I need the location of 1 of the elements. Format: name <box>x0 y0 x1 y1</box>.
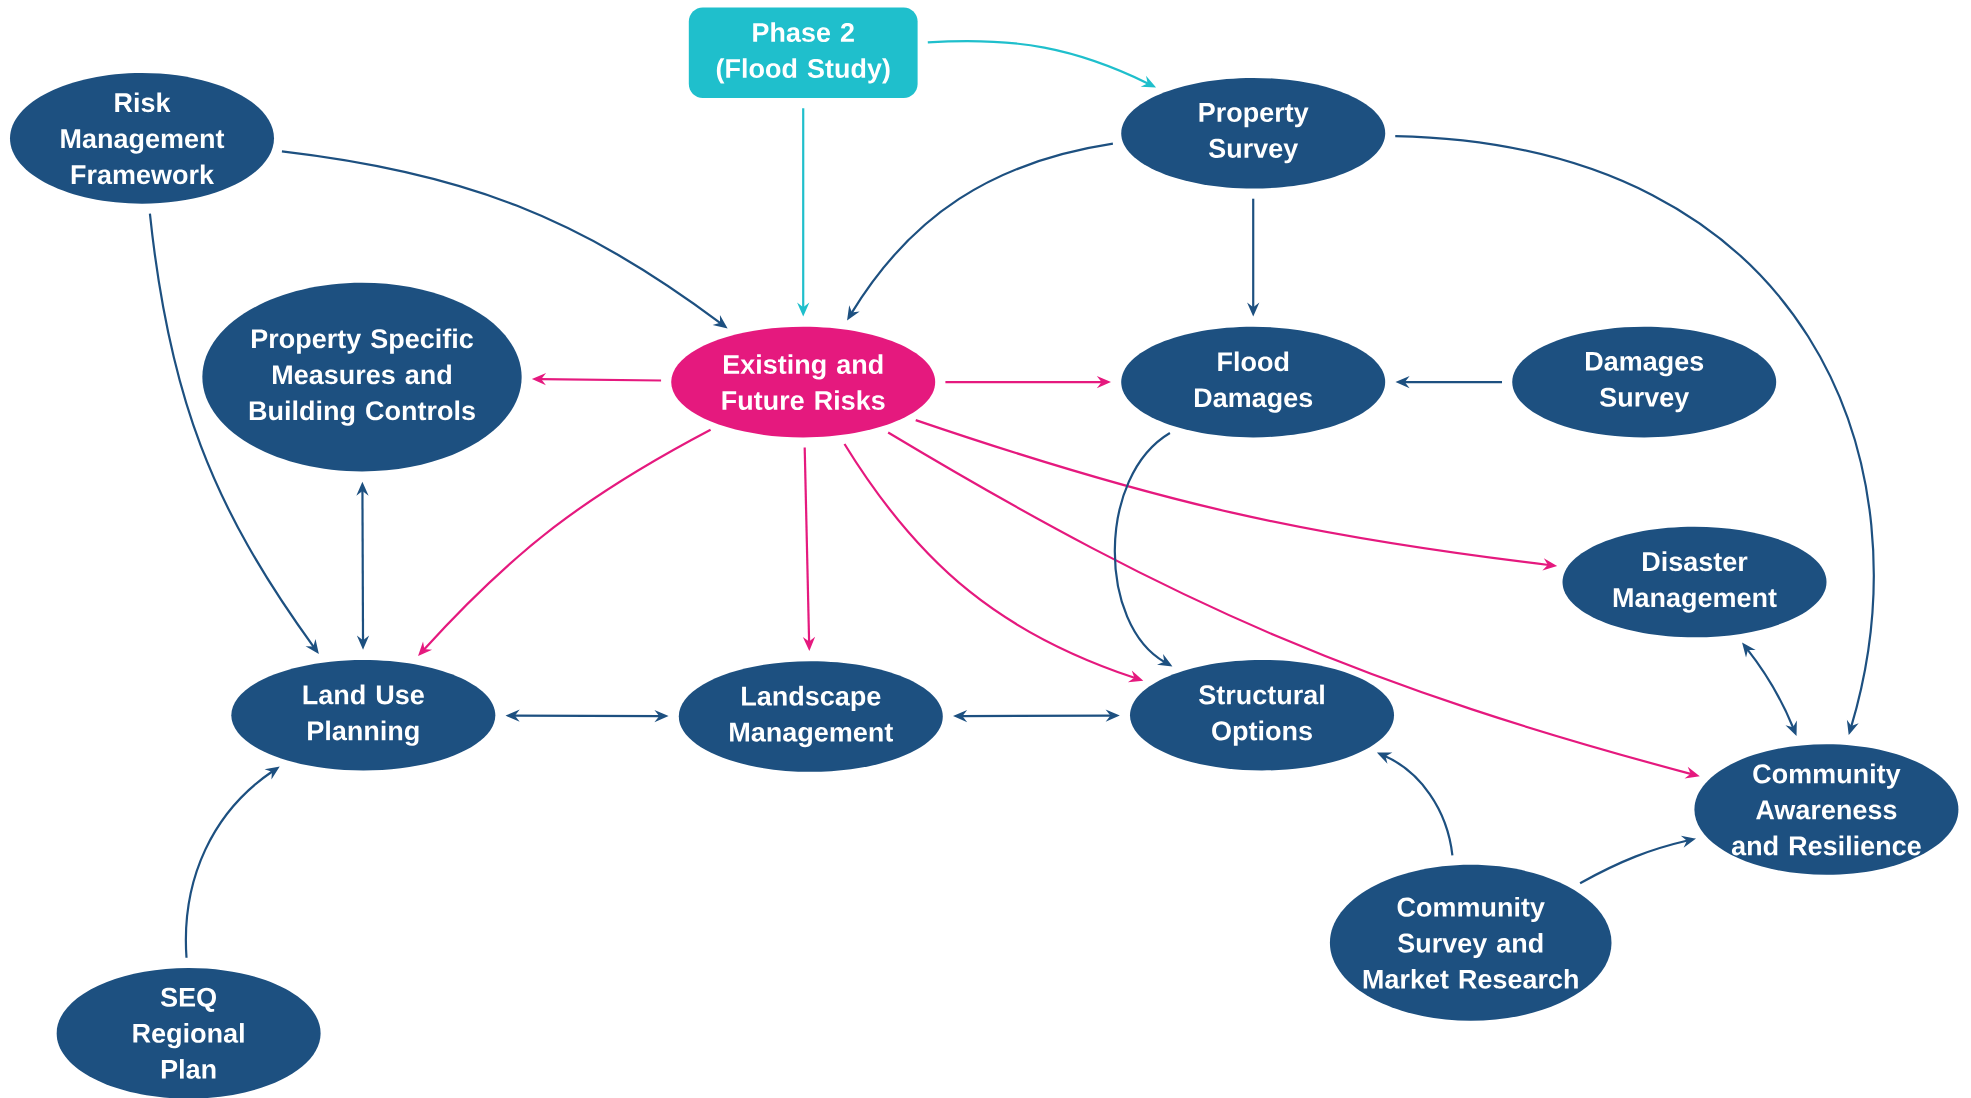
process-box: Phase 2 (Flood Study) <box>688 7 918 99</box>
